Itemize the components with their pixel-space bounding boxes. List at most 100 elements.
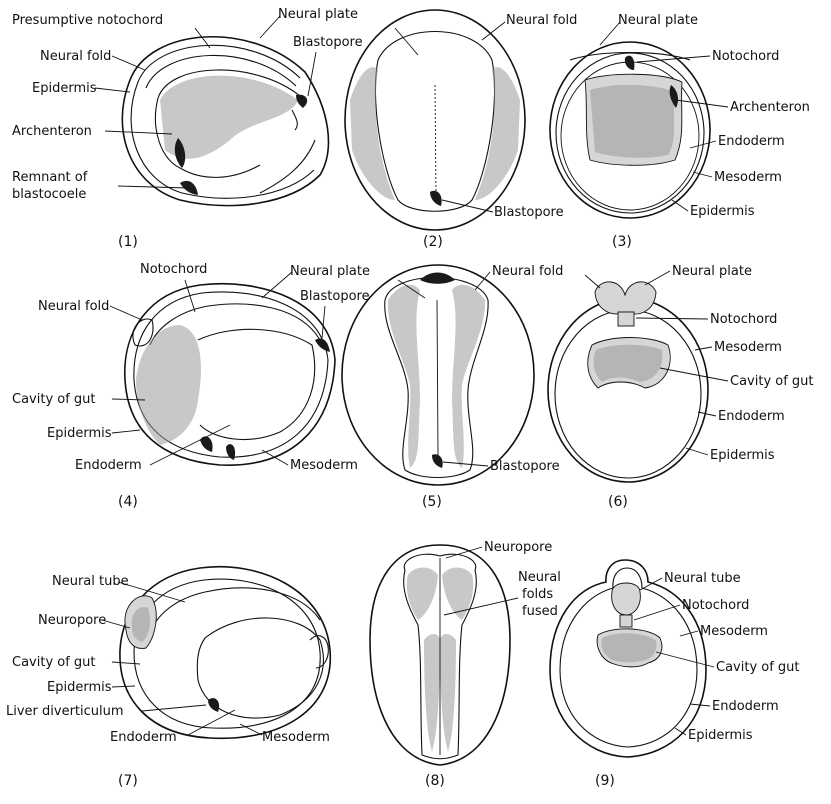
label-presumptive-notochord: Presumptive notochord	[12, 13, 163, 28]
panel-number-5: (5)	[422, 494, 442, 510]
panel-8: Neuropore Neural folds fused (8)	[370, 540, 561, 789]
leader-endoderm-7	[188, 710, 235, 735]
label-cavity-of-gut-9: Cavity of gut	[716, 660, 800, 675]
label-blastopore-2: Blastopore	[494, 205, 564, 220]
label-archenteron-3: Archenteron	[730, 100, 810, 115]
panel-7-drawing	[120, 567, 330, 739]
label-mesoderm-4: Mesoderm	[290, 458, 358, 473]
label-endoderm-6: Endoderm	[718, 409, 785, 424]
panel-4: Notochord Neural plate Blastopore Neural…	[12, 262, 370, 510]
leader-epidermis-1	[95, 88, 130, 92]
label-blastopore-5: Blastopore	[490, 459, 560, 474]
panel-3-drawing	[550, 42, 710, 218]
label-neural-tube-9: Neural tube	[664, 571, 741, 586]
label-neural-fold-1: Neural fold	[40, 49, 111, 64]
leader-neural-plate-4	[262, 272, 292, 298]
label-epidermis-9: Epidermis	[688, 728, 753, 743]
label-neural-8: Neural	[518, 570, 561, 585]
label-neural-plate-1: Neural plate	[278, 7, 358, 22]
leader-epidermis-6	[686, 448, 708, 455]
leader-mesoderm-9	[680, 631, 698, 636]
label-blastopore-1: Blastopore	[293, 35, 363, 50]
leader-neural-plate-3	[600, 22, 620, 45]
panel-number-2: (2)	[423, 234, 443, 250]
label-epidermis-3: Epidermis	[690, 204, 755, 219]
label-endoderm-4: Endoderm	[75, 458, 142, 473]
leader-archenteron-3	[676, 100, 728, 107]
label-endoderm-3: Endoderm	[718, 134, 785, 149]
panel-2-drawing	[345, 10, 525, 230]
panel-number-9: (9)	[595, 773, 615, 789]
label-notochord-9: Notochord	[682, 598, 749, 613]
label-cavity-of-gut-6: Cavity of gut	[730, 374, 814, 389]
leader-neural-fold-6	[585, 275, 600, 288]
label-notochord-4: Notochord	[140, 262, 207, 277]
leader-endoderm-6	[698, 412, 716, 416]
leader-neural-plate-1	[260, 16, 280, 38]
leader-neural-plate-2	[395, 28, 418, 55]
panel-5: Neural fold Blastopore (5)	[342, 264, 563, 510]
label-mesoderm-3: Mesoderm	[714, 170, 782, 185]
label-endoderm-9: Endoderm	[712, 699, 779, 714]
label-neuropore-7: Neuropore	[38, 613, 106, 628]
leader-archenteron-1	[105, 131, 172, 134]
label-mesoderm-6: Mesoderm	[714, 340, 782, 355]
label-neural-plate-6: Neural plate	[672, 264, 752, 279]
label-epidermis-7: Epidermis	[47, 680, 112, 695]
label-epidermis-1: Epidermis	[32, 81, 97, 96]
label-archenteron-1: Archenteron	[12, 124, 92, 139]
label-cavity-of-gut-7: Cavity of gut	[12, 655, 96, 670]
leader-blastopore-5	[443, 462, 488, 466]
label-notochord-6: Notochord	[710, 312, 777, 327]
label-fused-8: fused	[522, 604, 558, 619]
leader-epidermis-4	[112, 430, 140, 433]
panel-number-1: (1)	[118, 234, 138, 250]
leader-cavity-of-gut-7	[112, 662, 140, 664]
leader-mesoderm-6	[695, 347, 712, 350]
label-remnant-of-1: Remnant of	[12, 170, 88, 185]
leader-mesoderm-3	[693, 172, 712, 177]
label-liver-diverticulum-7: Liver diverticulum	[6, 704, 124, 719]
label-cavity-of-gut-4: Cavity of gut	[12, 392, 96, 407]
panel-4-drawing	[125, 284, 335, 465]
label-blastocoele-1: blastocoele	[12, 187, 86, 202]
panel-8-drawing	[370, 545, 510, 765]
panel-number-8: (8)	[425, 773, 445, 789]
panel-3: Neural plate Notochord Archenteron Endod…	[550, 13, 810, 250]
label-notochord-3: Notochord	[712, 49, 779, 64]
leader-neural-fold-4	[110, 306, 142, 320]
leader-epidermis-7	[112, 686, 135, 687]
panel-9: Neural tube Notochord Mesoderm Cavity of…	[550, 560, 800, 789]
panel-5-drawing	[342, 265, 534, 485]
leader-notochord-6	[636, 318, 708, 319]
label-neural-plate-4: Neural plate	[290, 264, 370, 279]
leader-neural-plate-6	[645, 271, 670, 285]
panel-number-3: (3)	[612, 234, 632, 250]
label-epidermis-4: Epidermis	[47, 426, 112, 441]
label-endoderm-7: Endoderm	[110, 730, 177, 745]
panel-1: Presumptive notochord Neural plate Blast…	[12, 7, 363, 250]
leader-epidermis-3	[672, 200, 688, 211]
leader-notochord-9	[634, 605, 680, 620]
leader-cavity-of-gut-6	[660, 368, 728, 381]
label-blastopore-4: Blastopore	[300, 289, 370, 304]
label-mesoderm-9: Mesoderm	[700, 624, 768, 639]
label-neural-fold-5: Neural fold	[492, 264, 563, 279]
panel-2: Neural fold Blastopore (2)	[345, 10, 577, 250]
panel-6: Neural plate Notochord Mesoderm Cavity o…	[548, 264, 814, 510]
label-folds-8: folds	[522, 587, 553, 602]
label-mesoderm-7: Mesoderm	[262, 730, 330, 745]
leader-notochord-4	[185, 280, 195, 312]
panel-7: Neural tube Neuropore Cavity of gut Epid…	[6, 567, 330, 789]
panel-6-drawing	[548, 282, 708, 482]
label-neural-plate-3: Neural plate	[618, 13, 698, 28]
label-epidermis-6: Epidermis	[710, 448, 775, 463]
label-neuropore-8: Neuropore	[484, 540, 552, 555]
panel-number-6: (6)	[608, 494, 628, 510]
leader-liver-diverticulum-7	[142, 705, 206, 711]
panel-number-7: (7)	[118, 773, 138, 789]
panel-1-drawing	[122, 37, 328, 206]
label-neural-fold-2: Neural fold	[506, 13, 577, 28]
